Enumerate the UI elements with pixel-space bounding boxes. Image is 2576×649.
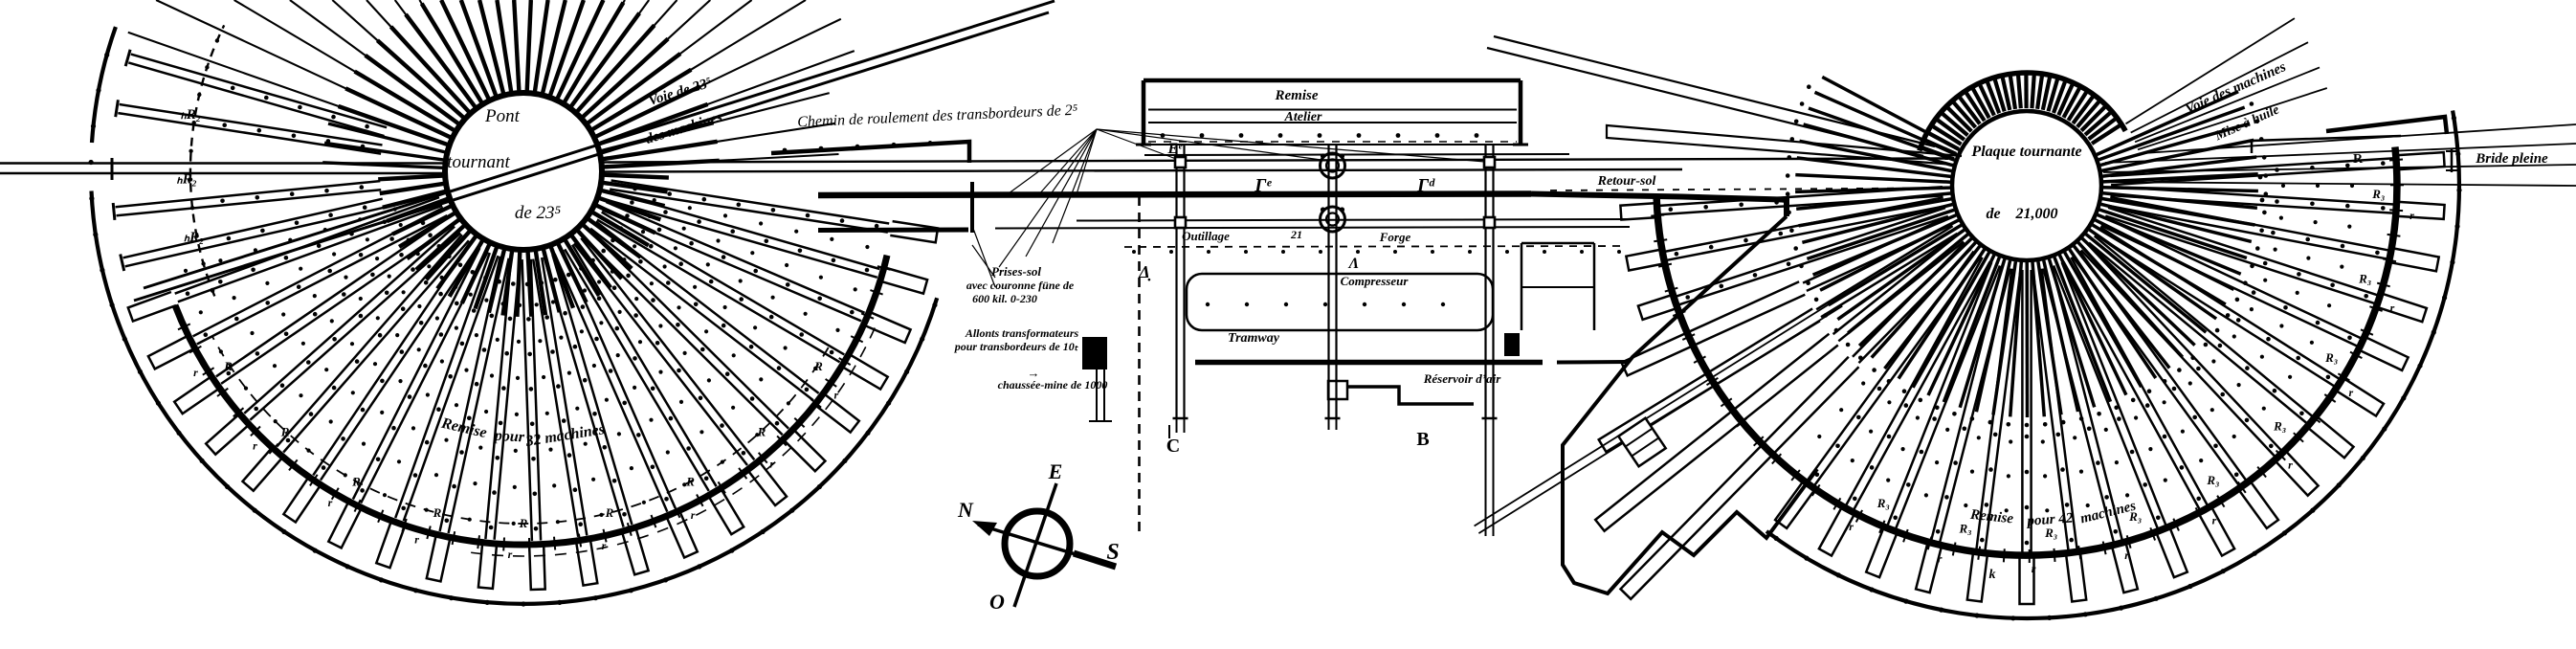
svg-text:avec couronne füne de: avec couronne füne de	[966, 279, 1075, 292]
svg-text:R₃: R₃	[2206, 473, 2219, 487]
svg-text:r: r	[508, 548, 513, 561]
svg-text:R: R	[757, 424, 766, 438]
svg-text:R: R	[685, 475, 695, 489]
svg-text:Retour-sol: Retour-sol	[1597, 174, 1656, 189]
svg-text:Compresseur: Compresseur	[1341, 274, 1410, 288]
svg-text:600 kil. 0-230: 600 kil. 0-230	[972, 292, 1037, 305]
svg-text:S: S	[1106, 540, 1119, 565]
svg-text:B: B	[1416, 429, 1429, 450]
svg-text:Allonts transformateurs: Allonts transformateurs	[965, 326, 1079, 340]
svg-text:Remise: Remise	[1275, 88, 1319, 103]
svg-text:de 21,000: de 21,000	[1986, 206, 2057, 222]
svg-text:Forge: Forge	[1379, 230, 1411, 244]
svg-text:Outillage: Outillage	[1182, 229, 1230, 243]
svg-text:R₃: R₃	[2128, 509, 2142, 524]
svg-text:Remise: Remise	[1968, 507, 2014, 527]
svg-text:R₃: R₃	[2358, 271, 2371, 285]
svg-text:R₃: R₃	[2371, 187, 2385, 201]
svg-text:r: r	[2212, 513, 2217, 526]
svg-text:ₕR₂: ₕR₂	[181, 107, 201, 123]
svg-text:R₃: R₃	[2273, 419, 2286, 434]
svg-text:ₕR₂: ₕR₂	[177, 171, 197, 187]
svg-text:chaussée-mine de 1000: chaussée-mine de 1000	[998, 378, 1108, 392]
svg-text:Plaque tournante: Plaque tournante	[1970, 144, 2081, 160]
svg-text:r: r	[2409, 209, 2414, 222]
svg-text:ₕR₂: ₕR₂	[184, 230, 204, 245]
svg-text:R: R	[223, 359, 233, 373]
svg-text:Bride pleine: Bride pleine	[2475, 151, 2548, 167]
svg-text:r: r	[2390, 302, 2395, 315]
svg-text:r: r	[602, 539, 607, 552]
svg-text:Pont: Pont	[484, 106, 521, 126]
svg-text:r: r	[328, 496, 333, 509]
svg-text:E: E	[1048, 459, 1063, 483]
svg-text:r: r	[2032, 562, 2036, 575]
svg-text:R: R	[2353, 152, 2364, 167]
svg-text:Λ: Λ	[1348, 256, 1360, 272]
svg-text:r: r	[691, 508, 696, 522]
svg-text:R₃: R₃	[2324, 350, 2338, 365]
svg-text:pour 42: pour 42	[2025, 510, 2074, 528]
svg-text:r: r	[769, 458, 774, 471]
svg-text:O: O	[989, 590, 1005, 614]
svg-text:r: r	[414, 532, 419, 546]
svg-text:pour transbordeurs de 10ₜ: pour transbordeurs de 10ₜ	[954, 340, 1079, 353]
svg-text:r: r	[833, 389, 838, 402]
svg-text:r: r	[1849, 520, 1854, 533]
svg-text:R: R	[351, 475, 361, 489]
svg-text:R: R	[813, 359, 823, 373]
svg-text:R₃: R₃	[1876, 496, 1890, 510]
svg-text:tournant: tournant	[447, 152, 510, 172]
svg-text:N: N	[957, 498, 974, 522]
svg-text:→: →	[1028, 366, 1040, 380]
svg-text:pour: pour	[492, 428, 525, 446]
svg-text:Δ̣: Δ̣	[1138, 262, 1150, 281]
svg-text:Tramway: Tramway	[1228, 331, 1280, 346]
svg-text:Γᵉ: Γᵉ	[1254, 175, 1272, 196]
svg-text:r: r	[193, 366, 198, 379]
svg-text:Εᵉ: Εᵉ	[1166, 141, 1183, 157]
svg-text:R: R	[605, 505, 614, 520]
svg-text:R: R	[433, 505, 442, 520]
svg-text:Atelier: Atelier	[1284, 110, 1322, 124]
svg-text:de 23⁵: de 23⁵	[515, 203, 562, 223]
svg-text:R₃: R₃	[1958, 521, 1971, 535]
svg-text:Prises-sol: Prises-sol	[991, 264, 1041, 279]
svg-text:R: R	[519, 516, 528, 530]
svg-text:C: C	[1166, 436, 1180, 457]
svg-text:Γᵈ: Γᵈ	[1416, 175, 1435, 196]
svg-text:21: 21	[1290, 228, 1302, 241]
svg-text:R: R	[280, 424, 290, 438]
svg-text:R₃: R₃	[2044, 526, 2057, 540]
svg-text:r: r	[2288, 459, 2293, 472]
svg-text:r: r	[1938, 552, 1943, 566]
svg-text:r: r	[2348, 386, 2353, 399]
svg-text:Réservoir d’air: Réservoir d’air	[1423, 371, 1501, 386]
svg-text:r: r	[253, 439, 257, 453]
svg-text:k: k	[1989, 568, 1996, 582]
svg-text:r: r	[2124, 548, 2129, 562]
